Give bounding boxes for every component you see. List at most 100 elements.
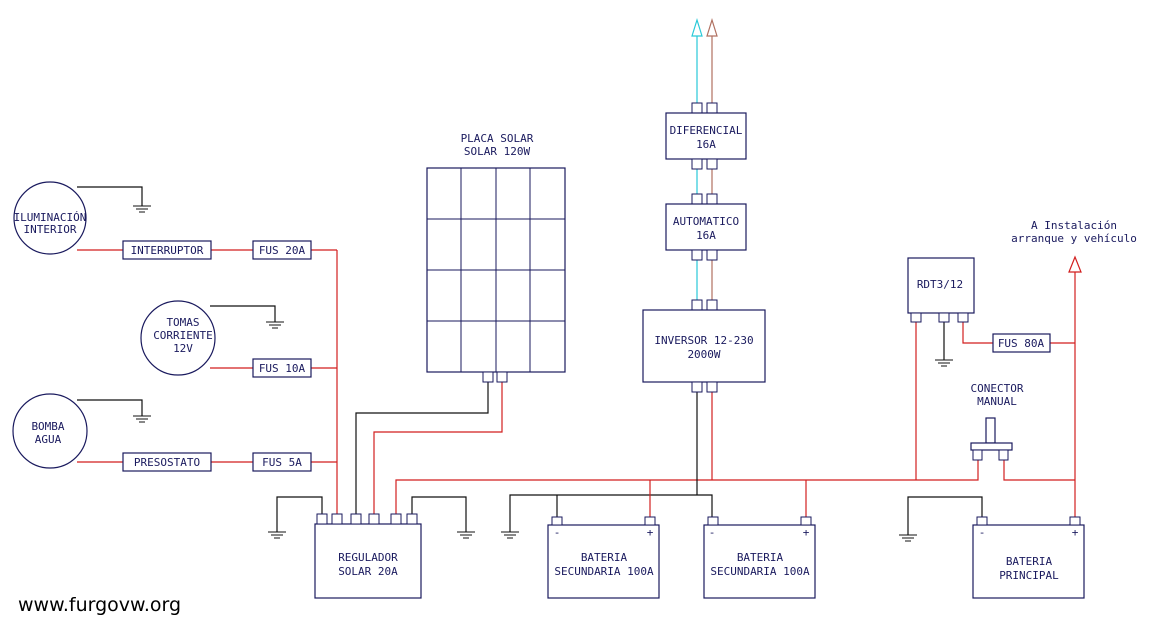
bateria-principal-label-2: PRINCIPAL	[999, 569, 1059, 582]
ground-icon	[133, 415, 151, 423]
interruptor-box	[122, 240, 212, 260]
tomas-label-3: 12V	[173, 342, 193, 355]
bateria-sec-2-label-1: BATERIA	[737, 551, 784, 564]
conector-label-2: MANUAL	[977, 395, 1017, 408]
presostato-box	[122, 452, 212, 472]
bateria-secundaria-2: - + BATERIA SECUNDARIA 100A	[703, 516, 816, 599]
panel-terminal-negative	[482, 371, 494, 383]
regulador-box	[314, 523, 422, 599]
tomas-label-1: TOMAS	[166, 316, 199, 329]
fus10-fuse: FUS 10A	[252, 358, 312, 378]
conector-label-1: CONECTOR	[971, 382, 1024, 395]
presostato-label: PRESOSTATO	[134, 456, 200, 469]
rdt-terminal-3	[957, 312, 969, 323]
tomas-label-2: CORRIENTE	[153, 329, 213, 342]
automatico: AUTOMATICO 16A	[665, 193, 747, 261]
iluminacion-label-2: INTERIOR	[24, 223, 77, 236]
regulador-terminal-2	[331, 513, 343, 525]
instalacion-label-2: arranque y vehículo	[1011, 232, 1137, 245]
tomas-load: TOMAS CORRIENTE 12V	[140, 300, 216, 376]
regulador-terminal-1	[316, 513, 328, 525]
bateria-sec-2-minus: -	[709, 526, 716, 539]
regulador-terminal-5	[390, 513, 402, 525]
rdt-terminal-2	[938, 312, 950, 323]
fus10-box	[252, 358, 312, 378]
rdt-terminal-1	[910, 312, 922, 323]
bateria-principal-label-1: BATERIA	[1006, 555, 1053, 568]
conector-terminal-2	[998, 449, 1009, 461]
diferencial-label-2: 16A	[696, 138, 716, 151]
ground-icon	[935, 359, 953, 367]
fus5-box	[252, 452, 312, 472]
bomba-load: BOMBA AGUA	[12, 393, 88, 469]
iluminacion-circle	[13, 181, 87, 255]
fus20-box	[252, 240, 312, 260]
regulador-terminal-4	[368, 513, 380, 525]
ground-icon	[501, 531, 519, 539]
placa-title-1: PLACA SOLAR	[461, 132, 534, 145]
fus80-label: FUS 80A	[998, 337, 1045, 350]
bateria-principal-minus: -	[979, 526, 986, 539]
diferencial-box	[665, 112, 747, 160]
bateria-principal: - + BATERIA PRINCIPAL	[972, 516, 1085, 599]
fus5-label: FUS 5A	[262, 456, 302, 469]
automatico-terminal-top-1	[691, 193, 703, 205]
inversor-label-2: 2000W	[687, 348, 720, 361]
conector-bar	[970, 442, 1013, 451]
bateria-principal-plus: +	[1072, 526, 1079, 539]
wire-connector-main	[1003, 455, 1075, 481]
interruptor-label: INTERRUPTOR	[131, 244, 204, 257]
wire-bomba-gnd	[77, 399, 143, 416]
iluminacion-load: ILUMINACIÓN INTERIOR	[13, 181, 87, 255]
bateria-sec-2-label-2: SECUNDARIA 100A	[710, 565, 810, 578]
inversor-box	[642, 309, 766, 383]
wire-iluminacion-gnd	[77, 186, 143, 206]
rdt-label: RDT3/12	[917, 278, 963, 291]
bateria-sec-2-terminal-negative	[707, 516, 719, 526]
solar-panel: PLACA SOLAR SOLAR 120W	[426, 132, 566, 383]
automatico-label-2: 16A	[696, 229, 716, 242]
conector-terminal-1	[972, 449, 983, 461]
panel-terminal-positive	[496, 371, 508, 383]
bateria-sec-2-plus: +	[803, 526, 810, 539]
ground-icon	[266, 321, 284, 329]
fus20-label: FUS 20A	[259, 244, 306, 257]
automatico-terminal-bottom-2	[706, 249, 718, 261]
watermark: www.furgovw.org	[18, 594, 181, 616]
inversor-terminal-bottom-2	[706, 381, 718, 393]
bateria-principal-terminal-positive	[1069, 516, 1081, 526]
regulador-label-2: SOLAR 20A	[338, 565, 398, 578]
tomas-circle	[140, 300, 216, 376]
diferencial-terminal-bottom-1	[691, 158, 703, 170]
automatico-label-1: AUTOMATICO	[673, 215, 739, 228]
fus10-label: FUS 10A	[259, 362, 306, 375]
presostato-switch: PRESOSTATO	[122, 452, 212, 472]
ac-neutral-arrow-icon	[706, 17, 718, 37]
ground-icon	[268, 531, 286, 539]
diferencial-label-1: DIFERENCIAL	[670, 124, 743, 137]
ground-symbols	[133, 205, 953, 542]
bateria-secundaria-1: - + BATERIA SECUNDARIA 100A	[547, 516, 660, 599]
inversor-terminal-top-2	[706, 299, 718, 311]
diferencial: DIFERENCIAL 16A	[665, 102, 747, 170]
inversor-terminal-bottom-1	[691, 381, 703, 393]
bateria-sec-2-terminal-positive	[800, 516, 812, 526]
wire-panel-negative	[355, 378, 489, 522]
wire-tomas-gnd	[210, 305, 276, 322]
bateria-sec-1-minus: -	[554, 526, 561, 539]
instalacion-arrow-icon	[1068, 255, 1082, 273]
inversor-terminal-top-1	[691, 299, 703, 311]
fus80-box	[992, 333, 1051, 353]
diferencial-terminal-top-2	[706, 102, 718, 114]
fus80-fuse: FUS 80A	[992, 333, 1051, 353]
wire-main-negative	[907, 496, 983, 535]
bateria-sec-1-box	[547, 524, 660, 599]
bateria-principal-terminal-negative	[976, 516, 988, 526]
fus5-fuse: FUS 5A	[252, 452, 312, 472]
wire-reg-gnd-right	[411, 496, 467, 532]
bateria-sec-1-label-1: BATERIA	[581, 551, 628, 564]
ground-icon	[133, 205, 151, 213]
bomba-label-1: BOMBA	[31, 420, 64, 433]
diferencial-terminal-bottom-2	[706, 158, 718, 170]
regulador: REGULADOR SOLAR 20A	[314, 513, 422, 599]
